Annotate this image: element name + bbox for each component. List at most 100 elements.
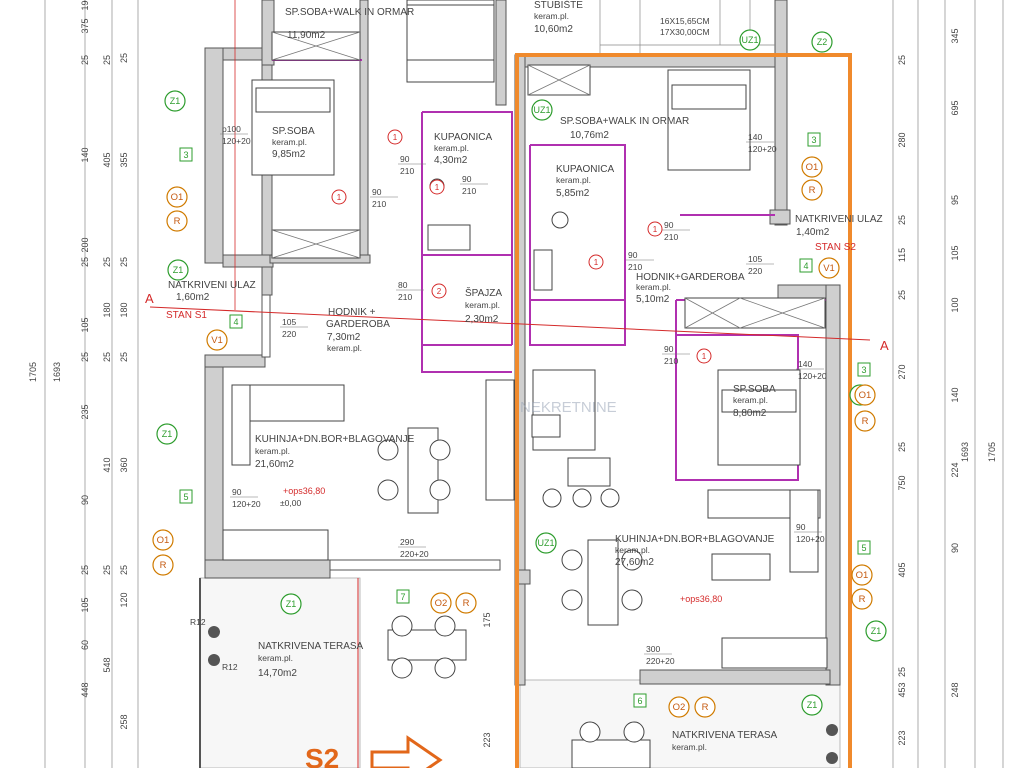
left-outer-dim-6: 105 — [80, 317, 90, 332]
right-mid-dim-7: 750 — [897, 475, 907, 490]
right-mid-dim-0: 25 — [897, 55, 907, 65]
right-outer-dim-5: 140 — [950, 387, 960, 402]
s2-hall-area: 5,10m2 — [636, 294, 670, 305]
svg-text:Z1: Z1 — [170, 96, 181, 106]
window-code-8: 4 — [229, 314, 243, 329]
svg-text:1: 1 — [435, 183, 440, 192]
svg-text:V1: V1 — [211, 335, 223, 346]
svg-text:2: 2 — [437, 287, 442, 296]
right-mid-dim-6: 25 — [897, 442, 907, 452]
s1-pantry-name: ŠPAJZA — [465, 286, 502, 299]
right-outer-dim-4: 100 — [950, 297, 960, 312]
left-outer-dim-2: 25 — [80, 55, 90, 65]
left-mid-dim-3: 180 — [102, 302, 112, 317]
svg-text:Z2: Z2 — [817, 37, 828, 47]
window-tag-10: Z1 — [801, 694, 823, 716]
svg-text:210: 210 — [628, 262, 642, 272]
svg-text:UZ1: UZ1 — [533, 105, 550, 115]
misc-dim-223: 223 — [482, 732, 492, 747]
svg-text:R: R — [809, 185, 816, 196]
right-outer-dim-0: 345 — [950, 28, 960, 43]
left-outer-dim-8: 235 — [80, 404, 90, 419]
svg-text:R: R — [160, 560, 167, 571]
window-tag-1: Z2 — [811, 31, 833, 53]
opening-size-14: 90 120+20 — [794, 522, 825, 544]
left-dimension-chains — [44, 0, 139, 768]
door-tag-1: R — [166, 210, 188, 232]
left-total-1: 1705 — [28, 362, 38, 382]
svg-text:290: 290 — [400, 537, 414, 547]
svg-text:4: 4 — [803, 261, 808, 271]
left-outer-dim-13: 448 — [80, 682, 90, 697]
svg-text:5: 5 — [861, 543, 866, 553]
door-tag-2: V1 — [206, 329, 228, 351]
door-tag-7: O1 — [801, 156, 823, 178]
left-inner-dim-8: 258 — [119, 714, 129, 729]
svg-text:Z1: Z1 — [162, 429, 173, 439]
s1-entry-name: NATKRIVENI ULAZ — [168, 280, 256, 291]
s2-entry-area: 1,40m2 — [796, 227, 830, 238]
right-outer-dim-6: 224 — [950, 462, 960, 477]
svg-text:1: 1 — [337, 193, 342, 202]
s2-terrace-name: NATKRIVENA TERASA — [672, 730, 778, 741]
section-a-left: A — [145, 291, 154, 306]
s2-bath-finish: keram.pl. — [556, 175, 591, 185]
svg-text:90: 90 — [664, 220, 674, 230]
misc-dim-r12-b: R12 — [222, 662, 238, 672]
door-number-1: 1 — [331, 189, 347, 205]
door-tag-15: R — [694, 696, 716, 718]
s1-hall-name2: GARDEROBA — [326, 319, 390, 330]
right-outer-dim-1: 695 — [950, 100, 960, 115]
svg-text:210: 210 — [372, 199, 386, 209]
s2-stair-area: 10,60m2 — [534, 24, 573, 35]
left-mid-dim-7: 548 — [102, 657, 112, 672]
svg-text:1: 1 — [393, 133, 398, 142]
terrace-s2 — [519, 679, 841, 768]
left-inner-dim-1: 355 — [119, 152, 129, 167]
s1-level: +ops36,80 — [283, 486, 325, 496]
svg-text:120+20: 120+20 — [232, 499, 261, 509]
right-mid-dim-5: 270 — [897, 364, 907, 379]
s1-pantry-area: 2,30m2 — [465, 314, 499, 325]
s2-stair-note1: 16X15,65CM — [660, 16, 710, 26]
walls-s2 — [514, 0, 841, 686]
svg-text:90: 90 — [628, 250, 638, 260]
svg-text:120+20: 120+20 — [796, 534, 825, 544]
left-outer-dim-12: 60 — [80, 640, 90, 650]
s2-bath-name: KUPAONICA — [556, 164, 614, 175]
s1-bedroom-top-area: 11,90m2 — [287, 30, 326, 41]
left-inner-dim-2: 25 — [119, 257, 129, 267]
svg-text:Z1: Z1 — [807, 700, 818, 710]
s2-stair-note2: 17X30,00CM — [660, 27, 710, 37]
svg-text:R: R — [174, 216, 181, 227]
s1-kitchen-area: 21,60m2 — [255, 459, 294, 470]
svg-text:105: 105 — [748, 254, 762, 264]
furniture — [222, 0, 828, 768]
window-code-5: 3 — [857, 362, 871, 377]
svg-text:R: R — [463, 598, 470, 609]
s1-terrace-area: 14,70m2 — [258, 668, 297, 679]
right-mid-dim-3: 115 — [897, 248, 907, 262]
door-tag-5: O2 — [430, 592, 452, 614]
door-tag-4: R — [152, 554, 174, 576]
window-tag-markers: Z1Z2UZ1UZ1UZ1Z1Z1Z1Z1Z1Z1 — [156, 29, 887, 716]
s1-bath-name: KUPAONICA — [434, 132, 492, 143]
s2-arrow-icon — [370, 735, 443, 768]
window-code-3: 3 — [807, 132, 821, 147]
svg-text:90: 90 — [796, 522, 806, 532]
s2-bedroom-top-area: 10,76m2 — [570, 130, 609, 141]
door-tag-14: O2 — [668, 696, 690, 718]
left-mid-dim-0: 25 — [102, 55, 112, 65]
s2-bedroom-finish: keram.pl. — [733, 395, 768, 405]
section-a-right: A — [880, 338, 889, 353]
svg-text:210: 210 — [462, 186, 476, 196]
door-tag-10: O1 — [854, 384, 876, 406]
door-tag-11: R — [854, 410, 876, 432]
